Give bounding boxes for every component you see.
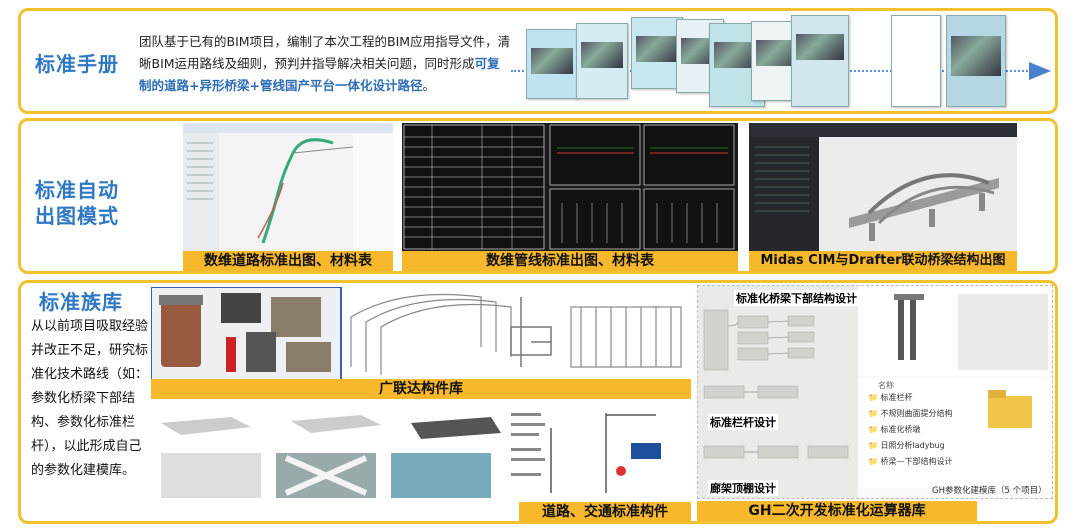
- caption-road-drawing: 数维道路标准出图、材料表: [183, 251, 393, 271]
- folder-item-label: 日照分析ladybug: [880, 441, 945, 450]
- section-title-manual: 标准手册: [35, 52, 119, 76]
- folder-item[interactable]: 📁 标准化桥墩: [868, 425, 921, 434]
- auto-drawing-panel: 标准自动 出图模式 数维道路标准出图、材料表: [18, 118, 1058, 274]
- caption-bridge-drawing: Midas CIM与Drafter联动桥梁结构出图: [749, 251, 1017, 271]
- title-line-2: 出图模式: [35, 204, 119, 228]
- manual-cover-2: [576, 23, 628, 99]
- title-line-1: 标准自动: [35, 178, 119, 202]
- bridge-drawing-screenshot: [749, 123, 1017, 253]
- manual-cover-9: [946, 15, 1006, 107]
- folder-item[interactable]: 📁 日照分析ladybug: [868, 441, 945, 450]
- caption-pipeline-drawing: 数维管线标准出图、材料表: [402, 251, 738, 271]
- intro-end: 。: [422, 78, 435, 93]
- road-drawing-screenshot: [183, 123, 393, 253]
- folder-item-label: 标准化桥墩: [880, 425, 921, 434]
- gh-label-bridge-substructure: 标准化桥梁下部结构设计: [734, 290, 859, 306]
- folder-header: 名称: [878, 381, 894, 390]
- gh-label-railing: 标准栏杆设计: [708, 414, 778, 430]
- caption-glodon-library: 广联达构件库: [151, 379, 691, 399]
- arrow-right-icon: [1029, 62, 1051, 80]
- pipeline-drawing-screenshot: [402, 123, 738, 253]
- glodon-components-image: [151, 287, 691, 383]
- folder-item-label: 标准栏杆: [880, 393, 913, 402]
- manual-intro: 团队基于已有的BIM项目，编制了本次工程的BIM应用指导文件，清晰BIM运用路线…: [139, 31, 511, 97]
- gh-library-caption: GH参数化建模库（5 个项目）: [932, 486, 1047, 496]
- section-title-library: 标准族库: [39, 290, 123, 314]
- folder-item[interactable]: 📁 不规则曲面提分结构: [868, 409, 953, 418]
- intro-highlight: 可复制的道路+异形桥梁+管线国产平台一体化设计路径: [139, 56, 500, 93]
- manual-cover-3: [631, 17, 683, 89]
- manual-cover-7: [791, 15, 849, 107]
- folder-list: 📁 标准栏杆 📁 不规则曲面提分结构 📁 标准化桥墩 📁 日照分析ladybug…: [868, 390, 978, 470]
- road-traffic-components-image: [151, 403, 691, 503]
- standard-library-panel: 标准族库 从以前项目吸取经验并改正不足，研究标准化技术路线（如：参数化桥梁下部结…: [18, 280, 1058, 524]
- folder-item[interactable]: 📁 标准栏杆: [868, 393, 913, 402]
- manual-cover-1: [526, 29, 578, 99]
- caption-road-traffic: 道路、交通标准构件: [519, 502, 691, 522]
- gh-label-corridor-roof: 廊架顶棚设计: [708, 480, 778, 496]
- gh-library-area: 标准化桥梁下部结构设计 标准栏杆设计 廊架顶棚设计 名称 📁 标准栏杆 📁 不规…: [697, 285, 1053, 499]
- folder-item-label: 不规则曲面提分结构: [880, 409, 953, 418]
- manual-cover-8: [891, 15, 941, 107]
- intro-text: 团队基于已有的BIM项目，编制了本次工程的BIM应用指导文件，清晰BIM运用路线…: [139, 34, 511, 71]
- library-description: 从以前项目吸取经验并改正不足，研究标准化技术路线（如：参数化桥梁下部结构、参数化…: [31, 319, 149, 478]
- caption-gh-library: GH二次开发标准化运算器库: [697, 501, 977, 521]
- standard-manual-panel: 标准手册 团队基于已有的BIM项目，编制了本次工程的BIM应用指导文件，清晰BI…: [18, 8, 1058, 114]
- folder-item[interactable]: 📁 桥梁—下部结构设计: [868, 457, 953, 466]
- folder-item-label: 桥梁—下部结构设计: [880, 457, 953, 466]
- section-title-drawing: 标准自动 出图模式: [35, 177, 135, 229]
